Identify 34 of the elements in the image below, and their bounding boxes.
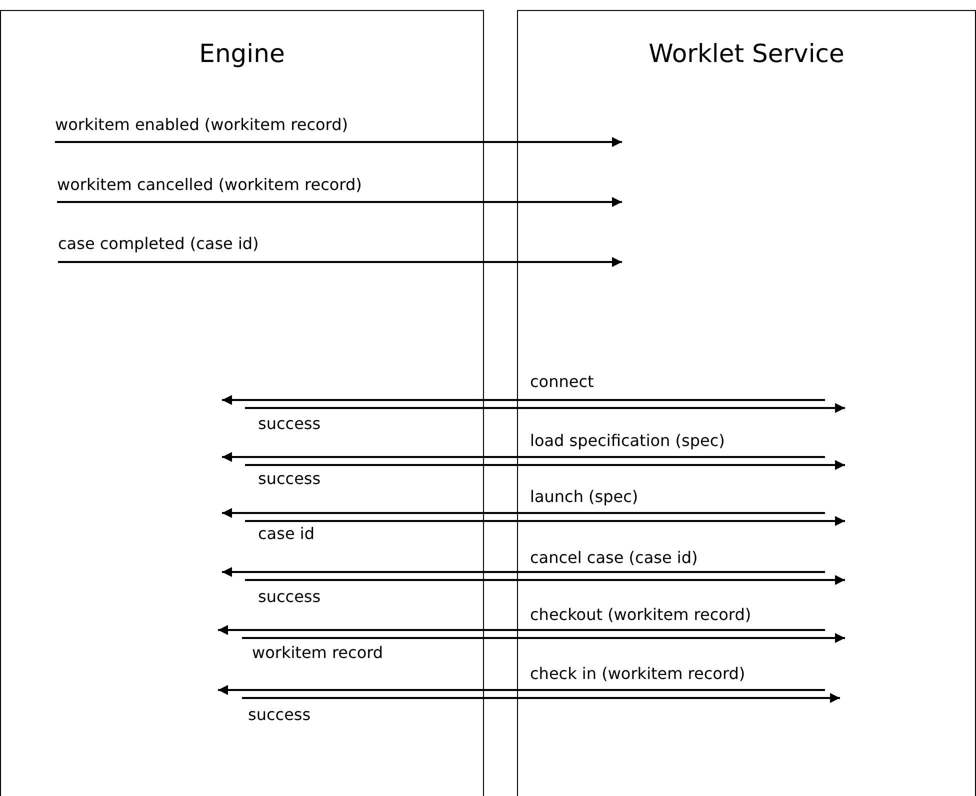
edge-label: case id [258, 524, 314, 543]
message-arrow [242, 693, 840, 703]
edge-label: cancel case (case id) [530, 548, 698, 567]
edge-label: workitem cancelled (workitem record) [57, 175, 362, 194]
edge-label: load specification (spec) [530, 431, 725, 450]
lane-title: Worklet Service [648, 39, 846, 68]
edge-label: success [258, 469, 321, 488]
edge-label: launch (spec) [530, 487, 638, 506]
message-arrow [218, 625, 825, 635]
message-arrow [222, 508, 825, 518]
message-arrow [218, 685, 825, 695]
lifeline-lane [0, 10, 484, 796]
message-arrow [245, 575, 845, 585]
edge-label: checkout (workitem record) [530, 605, 752, 624]
lifeline-lane [517, 10, 976, 796]
message-arrow [242, 633, 845, 643]
message-arrow [222, 567, 825, 577]
message-arrow [222, 395, 825, 405]
edge-label: success [258, 587, 321, 606]
message-arrow [55, 137, 622, 147]
edge-label: check in (workitem record) [530, 664, 746, 683]
edge-label: workitem record [252, 643, 384, 662]
message-arrow [245, 460, 845, 470]
message-arrow [245, 516, 845, 526]
edge-label: workitem enabled (workitem record) [55, 115, 348, 134]
message-arrow [58, 257, 622, 267]
message-arrow [57, 197, 622, 207]
lane-title: Engine [198, 39, 286, 68]
edge-label: success [248, 705, 311, 724]
message-arrow [245, 403, 845, 413]
message-arrow [222, 452, 825, 462]
edge-label: case completed (case id) [58, 234, 259, 253]
edge-label: connect [530, 372, 594, 391]
edge-label: success [258, 414, 321, 433]
